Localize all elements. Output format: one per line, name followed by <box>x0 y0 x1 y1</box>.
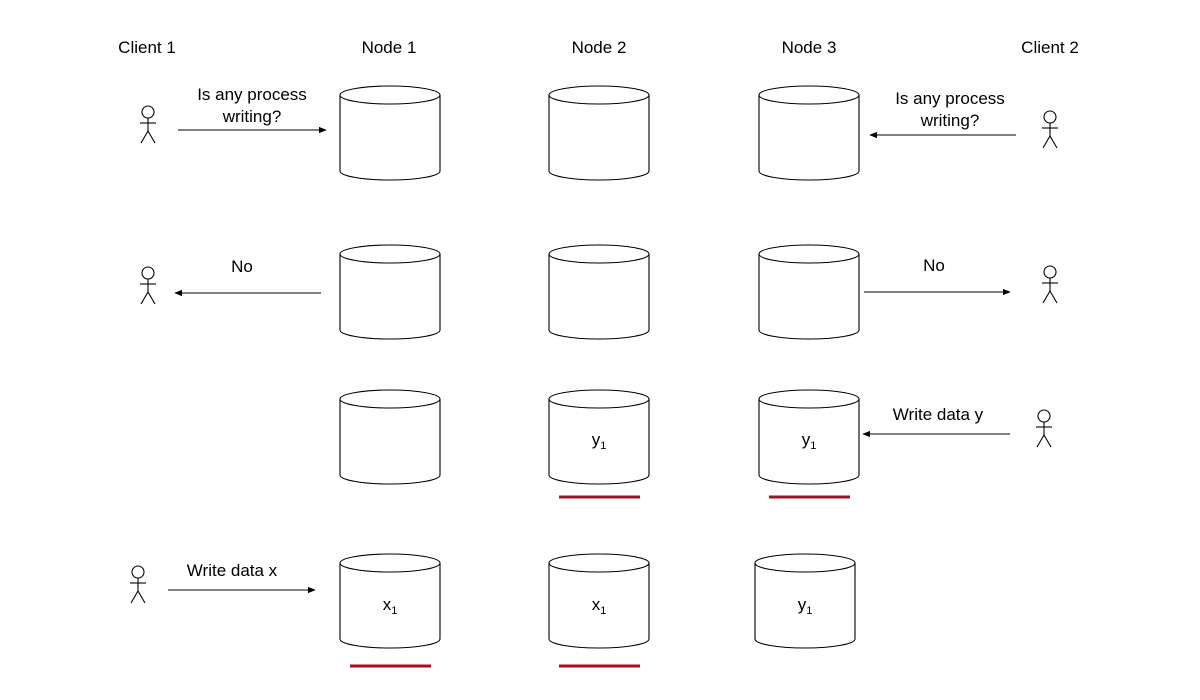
msg-r1-left-line1: Is any process <box>197 85 307 104</box>
actor-client-1-r1 <box>140 105 156 144</box>
cylinder-r3-node1 <box>339 389 441 485</box>
header-node-1: Node 1 <box>362 38 417 57</box>
actor-client-1-r4 <box>130 565 146 604</box>
msg-r3-right: Write data y <box>893 405 984 424</box>
cylinder-r2-node2 <box>548 244 650 340</box>
value-r3-node3: y1 <box>802 430 817 452</box>
cylinder-r1-node2 <box>548 85 650 181</box>
cylinder-r2-node1 <box>339 244 441 340</box>
value-r4-node1-base: x <box>383 595 392 614</box>
header-client-1: Client 1 <box>118 38 176 57</box>
cylinder-r4-node1 <box>339 553 441 649</box>
msg-r2-left: No <box>231 257 253 276</box>
value-r4-node2-base: x <box>592 595 601 614</box>
cylinder-r2-node3 <box>758 244 860 340</box>
value-r3-node2-sub: 1 <box>600 440 606 452</box>
value-r4-node2: x1 <box>592 595 607 617</box>
value-r3-node2-base: y <box>592 430 601 449</box>
msg-r1-right-line2: writing? <box>920 111 980 130</box>
value-r4-node3: y1 <box>798 595 813 617</box>
value-r4-node2-sub: 1 <box>600 605 606 617</box>
value-r4-node1: x1 <box>383 595 398 617</box>
actor-client-2-r1 <box>1042 110 1058 149</box>
value-r3-node2: y1 <box>592 430 607 452</box>
header-node-3: Node 3 <box>782 38 837 57</box>
cylinder-r1-node1 <box>339 85 441 181</box>
msg-r2-right: No <box>923 256 945 275</box>
cylinder-r1-node3 <box>758 85 860 181</box>
actor-client-2-r3 <box>1036 409 1052 448</box>
actor-client-2-r2 <box>1042 265 1058 304</box>
msg-r1-right-line1: Is any process <box>895 89 1005 108</box>
value-r4-node1-sub: 1 <box>391 605 397 617</box>
header-client-2: Client 2 <box>1021 38 1079 57</box>
msg-r4-left: Write data x <box>187 561 278 580</box>
value-r4-node3-sub: 1 <box>806 605 812 617</box>
cylinder-r4-node3 <box>754 553 856 649</box>
actor-client-1-r2 <box>140 266 156 305</box>
value-r3-node3-sub: 1 <box>810 440 816 452</box>
cylinder-r4-node2 <box>548 553 650 649</box>
msg-r1-left-line2: writing? <box>222 107 282 126</box>
header-node-2: Node 2 <box>572 38 627 57</box>
cylinder-r3-node2 <box>548 389 650 485</box>
cylinder-r3-node3 <box>758 389 860 485</box>
value-r3-node3-base: y <box>802 430 811 449</box>
value-r4-node3-base: y <box>798 595 807 614</box>
